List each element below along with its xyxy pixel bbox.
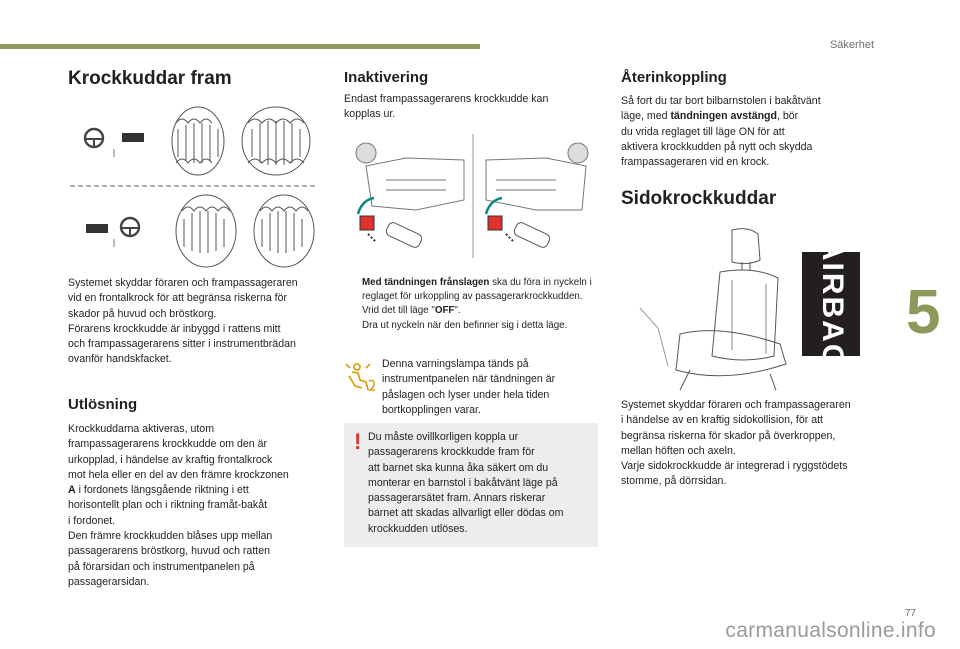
list-item: Med tändningen frånslagen ska du föra in…: [362, 277, 592, 302]
airbag-label: AIRBAG: [816, 239, 849, 369]
exclamation-icon: !: [354, 429, 362, 454]
warning-box: ! Du måste ovillkorligen koppla ur passa…: [344, 423, 598, 547]
reactivation-text: Så fort du tar bort bilbarnstolen i bakå…: [621, 95, 821, 169]
section-title: Säkerhet: [829, 39, 874, 51]
page-number: 77: [904, 608, 916, 619]
warning-lamp-text: Denna varningslampa tänds på instrumentp…: [382, 358, 556, 416]
deactivation-illustration: [355, 134, 589, 258]
chapter-tab: 5: [888, 272, 960, 362]
trigger-heading: Utlösning: [68, 396, 138, 413]
warning-text: Du måste ovillkorligen koppla ur passage…: [368, 431, 564, 535]
airbag-off-icon: [355, 142, 589, 164]
deactivation-steps: Med tändningen frånslagen ska du föra in…: [344, 276, 606, 333]
deactivation-heading: Inaktivering: [344, 69, 429, 86]
side-airbags-heading: Sidokrockkuddar: [621, 188, 777, 209]
list-item: Dra ut nyckeln när den befinner sig i de…: [362, 319, 568, 331]
reactivation-heading: Återinkoppling: [621, 69, 727, 86]
front-airbags-intro: Systemet skyddar föraren och frampassage…: [68, 277, 298, 366]
page-title: Krockkuddar fram: [68, 68, 232, 89]
list-item: Vrid det till läge "OFF".: [362, 305, 461, 317]
chapter-number: 5: [906, 278, 941, 347]
deactivation-intro: Endast frampassagerarens krockkudde kan …: [344, 93, 549, 121]
warning-lamp-icon: [345, 363, 375, 391]
zone-letter: A: [68, 484, 76, 497]
header-accent-bar: [0, 44, 480, 49]
trigger-text: Krockkuddarna aktiveras, utom frampassag…: [68, 423, 289, 588]
steering-wheel-icon: [83, 127, 105, 149]
side-airbags-text: Systemet skyddar föraren och frampassage…: [621, 399, 851, 488]
front-airbags-illustration: [70, 106, 318, 268]
side-airbag-seat-illustration: AIRBAG: [639, 228, 860, 391]
airbag-label-badge: [802, 252, 860, 356]
watermark: carmanualsonline.info: [725, 619, 936, 642]
steering-wheel-icon: [119, 216, 141, 238]
